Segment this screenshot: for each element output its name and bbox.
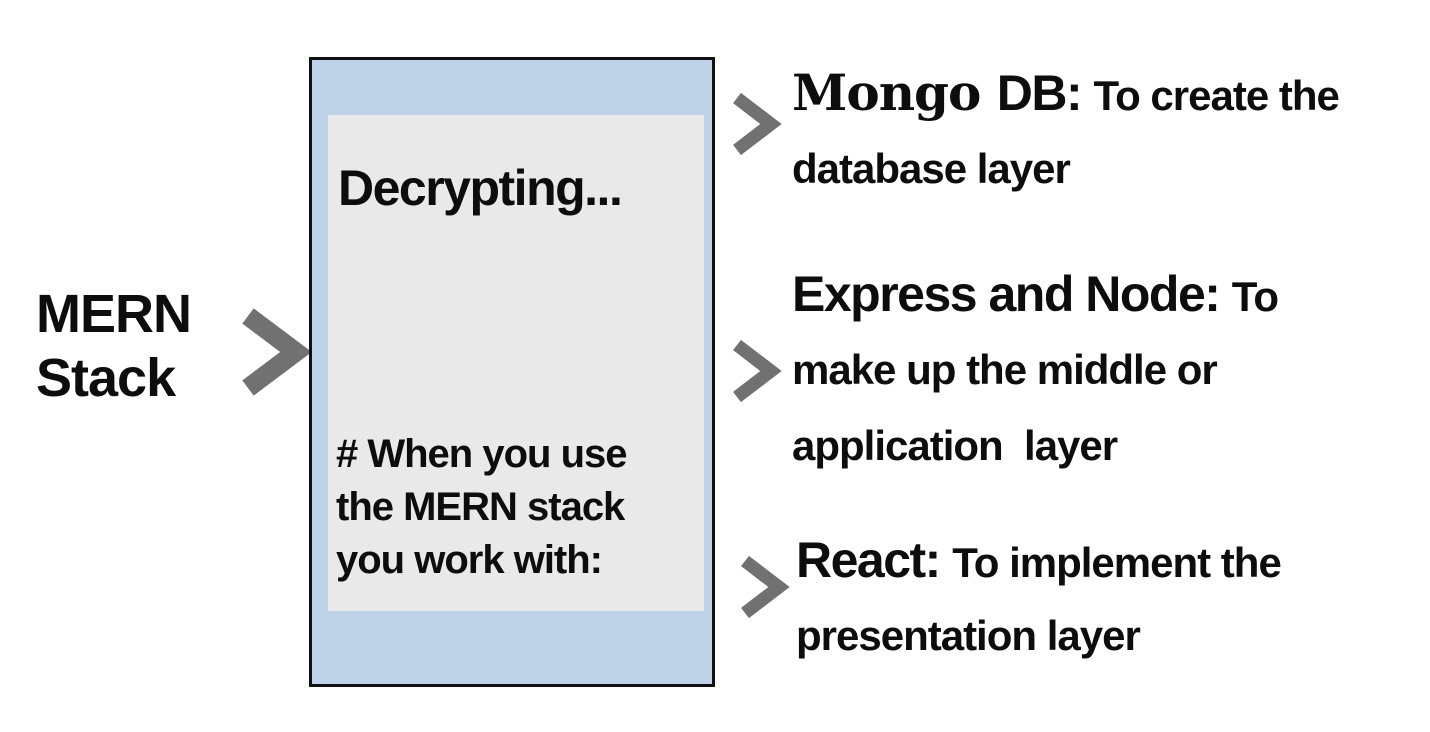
decrypting-panel: Decrypting... # When you use the MERN st… [328,115,704,611]
flow-name-segment: DB: [996,65,1094,121]
decrypting-note-line: you work with: [336,538,603,582]
flow-description-segment: To implement the [952,539,1282,586]
decrypting-note: # When you use the MERN stack you work w… [336,428,627,587]
flow-line: React: To implement the [796,522,1282,598]
decrypting-box: Decrypting... # When you use the MERN st… [309,57,715,687]
flow-name-segment: Express and Node: [792,266,1232,322]
mern-stack-label-line: Stack [36,348,176,408]
mern-stack-label-line: MERN [36,284,192,344]
flow-description-segment: database layer [792,145,1071,192]
chevron-right-icon [236,306,312,398]
flow-description-segment: application layer [792,422,1118,469]
flow-text-react: React: To implement the presentation laye… [796,522,1282,674]
chevron-right-icon [736,554,790,620]
mern-stack-label: MERN Stack [36,282,192,410]
flow-description-segment: make up the middle or [792,346,1218,393]
flow-line: database layer [792,131,1339,207]
flow-line: presentation layer [796,598,1281,674]
flow-text-mongodb: Mongo DB: To create the database layer [792,55,1340,207]
flow-line: Express and Node: To [792,256,1279,332]
chevron-right-icon [728,91,782,157]
flow-name-segment: React: [796,532,953,588]
flow-line: Mongo DB: To create the [792,55,1340,131]
decrypting-title: Decrypting... [338,160,623,216]
flow-description-segment: To create the [1093,72,1340,119]
flow-name-segment: Mongo [792,63,997,122]
flow-text-express-node: Express and Node: To make up the middle o… [792,256,1279,484]
flow-line: make up the middle or [792,332,1278,408]
flow-description-segment: presentation layer [796,612,1141,659]
chevron-right-icon [728,338,782,404]
flow-description-segment: To [1231,273,1279,320]
flow-line: application layer [792,408,1278,484]
decrypting-note-line: # When you use [336,432,627,476]
decrypting-note-line: the MERN stack [336,485,625,529]
